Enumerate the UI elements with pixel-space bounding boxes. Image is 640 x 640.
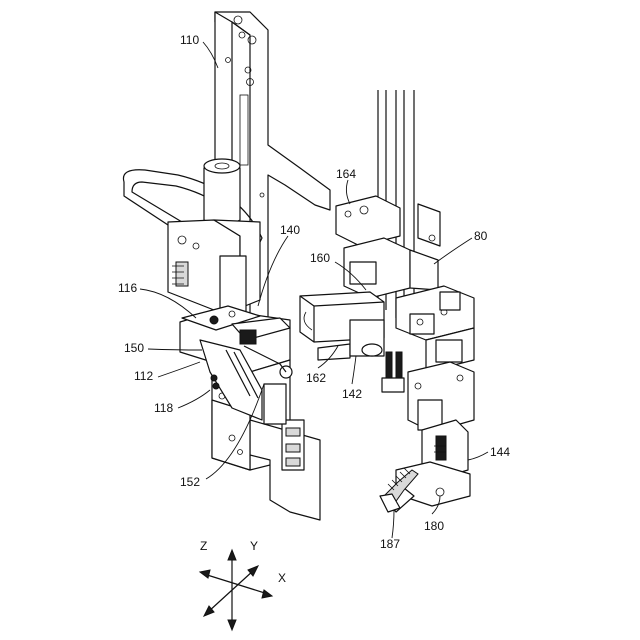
label-150: 150 <box>124 341 144 355</box>
label-152: 152 <box>180 475 200 489</box>
axis-label-x: X <box>278 571 286 585</box>
label-187: 187 <box>380 537 400 551</box>
label-164: 164 <box>336 167 356 181</box>
comb-part-180 <box>380 462 470 512</box>
label-118: 118 <box>154 401 173 415</box>
coordinate-axes: Z Y X <box>200 539 286 630</box>
block-164 <box>336 196 440 298</box>
label-162: 162 <box>306 371 326 385</box>
label-140: 140 <box>280 223 300 237</box>
label-142: 142 <box>342 387 362 401</box>
bracket-block <box>168 220 260 312</box>
label-144: 144 <box>490 445 510 459</box>
label-116: 116 <box>118 281 137 295</box>
label-80: 80 <box>474 229 488 243</box>
vertical-cylinder <box>204 159 240 225</box>
label-180: 180 <box>424 519 444 533</box>
label-160: 160 <box>310 251 330 265</box>
axis-label-z: Z <box>200 539 207 553</box>
axis-label-y: Y <box>250 539 258 553</box>
lower-slide-144 <box>408 362 474 480</box>
bracket-160 <box>300 292 384 360</box>
label-112: 112 <box>134 369 153 383</box>
label-110: 110 <box>180 33 199 47</box>
